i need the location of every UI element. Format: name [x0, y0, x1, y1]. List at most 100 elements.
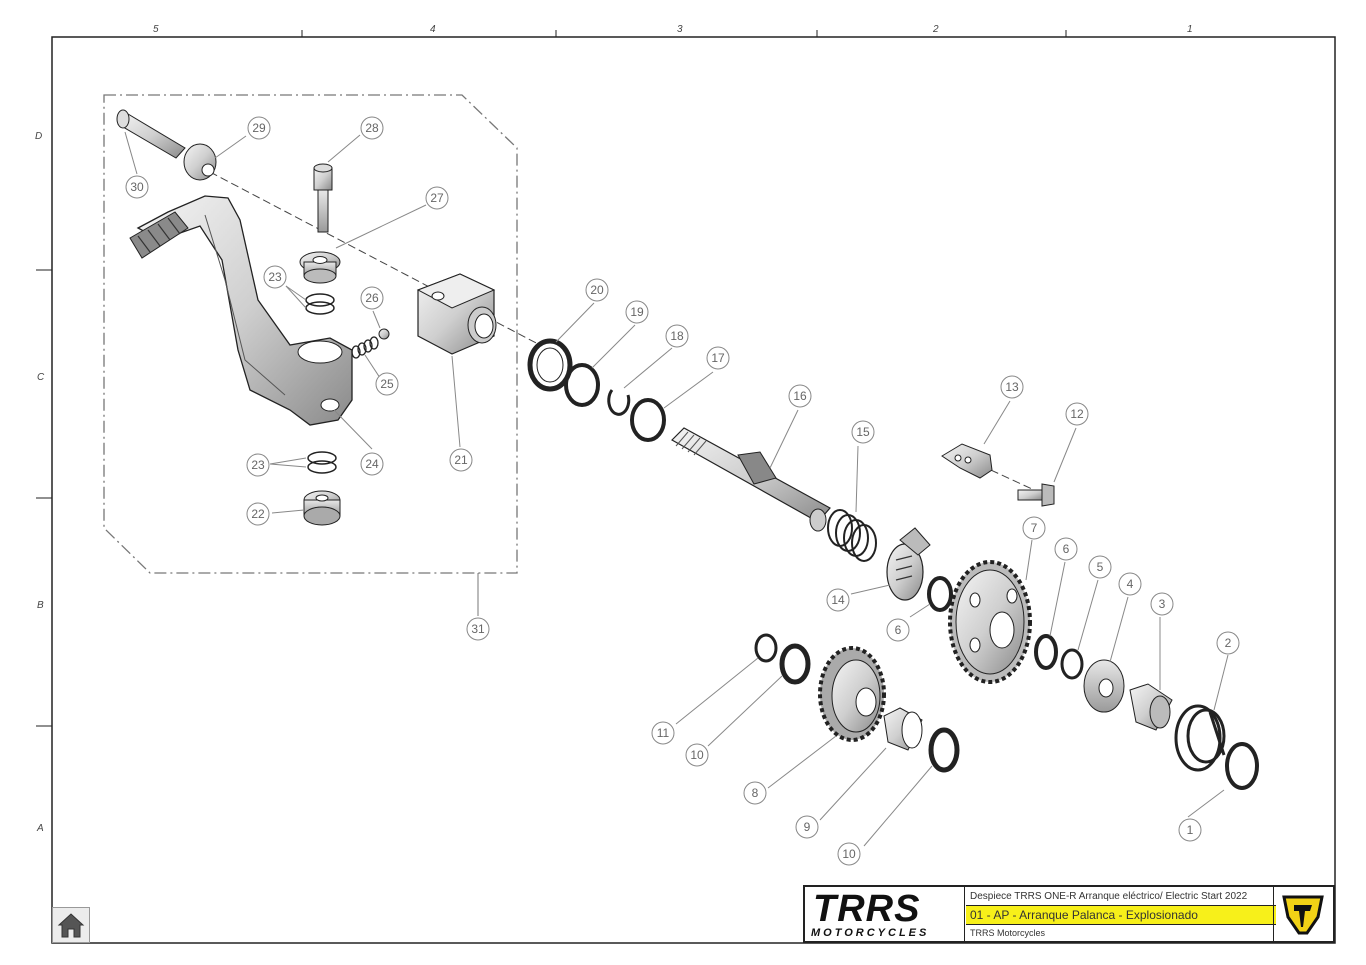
plate-13: [941, 443, 993, 479]
logo-subtitle: MOTORCYCLES: [811, 927, 930, 939]
callout-7: 7: [1022, 516, 1046, 540]
spring-25: [351, 336, 379, 359]
callout-19: 19: [625, 300, 649, 324]
zone-label-col-4: 4: [430, 24, 436, 35]
callout-number: 30: [130, 180, 144, 194]
shaft-16: [671, 427, 831, 532]
callout-number: 7: [1031, 521, 1038, 535]
callout-number: 10: [690, 748, 704, 762]
callout-number: 28: [365, 121, 379, 135]
callout-27: 27: [425, 186, 449, 210]
callout-31: 31: [466, 617, 490, 641]
callout-bubbles: 1234566789101011121314151617181920212223…: [125, 116, 1240, 866]
bolt-12: [1017, 483, 1055, 507]
title-line-2: 01 - AP - Arranque Palanca - Explosionad…: [966, 906, 1276, 925]
circlip-18: [607, 389, 631, 416]
title-line-1: Despiece TRRS ONE-R Arranque eléctrico/ …: [966, 887, 1276, 906]
callout-10: 10: [837, 842, 861, 866]
callout-6: 6: [886, 618, 910, 642]
callout-12: 12: [1065, 402, 1089, 426]
callout-number: 9: [804, 820, 811, 834]
large-gear-7: [948, 560, 1032, 684]
rings-23-upper: [305, 293, 335, 315]
ratchet-14: [886, 527, 931, 601]
callout-number: 23: [268, 270, 282, 284]
home-button[interactable]: [52, 907, 90, 943]
washer-10-upper: [779, 643, 811, 685]
bushing-22: [303, 490, 341, 526]
callout-number: 10: [842, 847, 856, 861]
small-gear-8: [818, 646, 886, 742]
leader-lines: [124, 131, 1229, 847]
callout-number: 6: [895, 623, 902, 637]
callout-number: 27: [430, 191, 444, 205]
callout-number: 1: [1187, 823, 1194, 837]
callout-1: 1: [1178, 818, 1202, 842]
callout-number: 6: [1063, 542, 1070, 556]
callout-number: 12: [1070, 407, 1084, 421]
washer-1: [1225, 742, 1259, 790]
ball-26: [378, 328, 390, 340]
callout-number: 25: [380, 377, 394, 391]
callout-number: 18: [670, 329, 684, 343]
callout-28: 28: [360, 116, 384, 140]
circlip-11: [754, 633, 778, 663]
rings-23-lower: [307, 451, 337, 474]
assembly-outline-31: [103, 94, 518, 574]
spring-15: [827, 509, 877, 562]
callout-number: 22: [251, 507, 265, 521]
screw-28: [313, 163, 333, 233]
callout-24: 24: [360, 452, 384, 476]
column-ticks: [36, 30, 1067, 727]
callout-number: 23: [251, 458, 265, 472]
callout-20: 20: [585, 278, 609, 302]
zone-label-row-c: C: [37, 372, 45, 383]
callout-number: 3: [1159, 597, 1166, 611]
trrs-emblem-icon: [1273, 887, 1333, 943]
bushing-29: [183, 143, 217, 181]
callout-21: 21: [449, 448, 473, 472]
callout-number: 16: [793, 389, 807, 403]
callout-2: 2: [1216, 631, 1240, 655]
callout-number: 29: [252, 121, 266, 135]
zone-label-row-b: B: [37, 600, 44, 611]
callout-8: 8: [743, 781, 767, 805]
zone-label-col-3: 3: [677, 24, 683, 35]
washer-4: [1083, 659, 1125, 713]
callout-11: 11: [651, 721, 675, 745]
callout-29: 29: [247, 116, 271, 140]
callout-14: 14: [826, 588, 850, 612]
callout-number: 20: [590, 283, 604, 297]
washer-10-lower: [928, 727, 960, 773]
logo-wordmark: TRRS: [813, 888, 921, 930]
title-block: TRRS MOTORCYCLES Despiece TRRS ONE-R Arr…: [803, 885, 1335, 943]
zone-label-col-2: 2: [933, 24, 939, 35]
callout-5: 5: [1088, 555, 1112, 579]
drawing-frame: [51, 36, 1336, 944]
callout-23: 23: [246, 453, 270, 477]
zone-label-col-1: 1: [1187, 24, 1193, 35]
bushing-3: [1129, 683, 1173, 731]
callout-22: 22: [246, 502, 270, 526]
clamp-block-21: [416, 273, 497, 355]
callout-number: 26: [365, 291, 379, 305]
zone-label-col-5: 5: [153, 24, 159, 35]
washer-19: [564, 363, 600, 407]
callout-number: 2: [1225, 636, 1232, 650]
callout-26: 26: [360, 286, 384, 310]
callout-number: 13: [1005, 380, 1019, 394]
callout-15: 15: [851, 420, 875, 444]
spring-2: [1174, 704, 1226, 772]
washer-6-lower: [1034, 634, 1058, 670]
callout-17: 17: [706, 346, 730, 370]
bushing-27: [299, 251, 341, 284]
circlip-5: [1060, 648, 1084, 680]
bushing-9: [883, 707, 923, 751]
callout-3: 3: [1150, 592, 1174, 616]
callout-number: 4: [1127, 577, 1134, 591]
callout-9: 9: [795, 815, 819, 839]
callout-10: 10: [685, 743, 709, 767]
trrs-logo: TRRS MOTORCYCLES: [805, 887, 965, 943]
callout-number: 14: [831, 593, 845, 607]
